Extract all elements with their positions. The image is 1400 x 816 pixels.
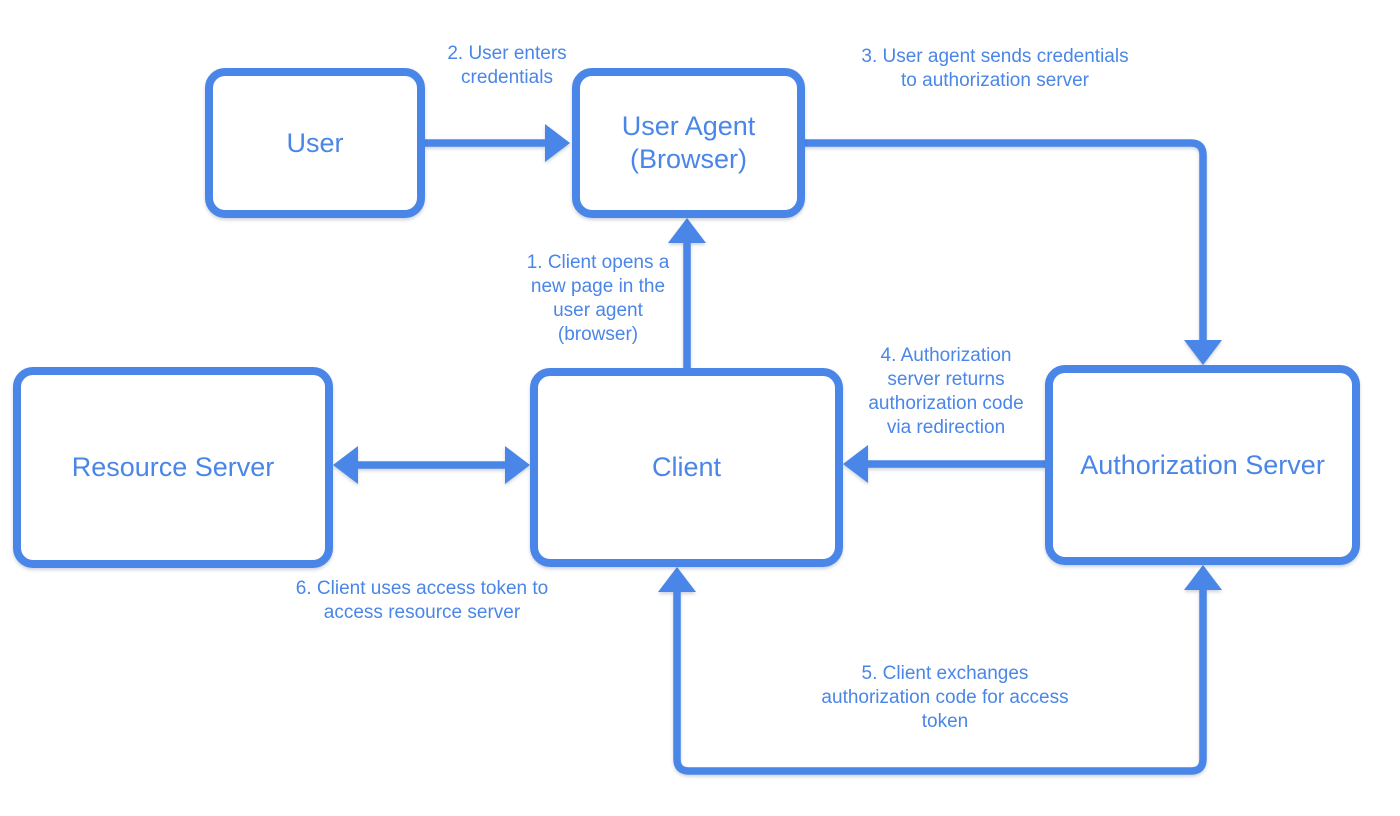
node-client: Client: [530, 368, 843, 567]
arrow-4-head: [843, 445, 868, 483]
arrow-3-line: [805, 139, 1207, 341]
arrow-5-head-right: [1184, 565, 1222, 590]
edge-label-4: 4. Authorization server returns authoriz…: [868, 345, 1024, 438]
node-resource-server-label: Resource Server: [71, 452, 275, 482]
node-user-agent: User Agent (Browser): [572, 68, 805, 218]
edge-label-1: 1. Client opens a new page in the user a…: [526, 252, 670, 345]
edge-label-5: 5. Client exchanges authorization code f…: [821, 663, 1069, 732]
edge-label-6: 6. Client uses access token to access re…: [295, 578, 549, 623]
edge-label-3: 3. User agent sends credentials to autho…: [861, 46, 1129, 91]
edge-label-2: 2. User enters credentials: [447, 43, 567, 88]
arrow-6-head-left: [333, 446, 358, 484]
node-resource-server: Resource Server: [13, 367, 333, 568]
node-authorization-server: Authorization Server: [1045, 365, 1360, 565]
arrow-5-head-left: [658, 567, 696, 592]
arrow-1-head: [668, 218, 706, 243]
node-authorization-server-label: Authorization Server: [1080, 449, 1325, 480]
arrow-6-head-right: [505, 446, 530, 484]
node-client-label: Client: [651, 452, 722, 482]
node-user: User: [205, 68, 425, 218]
node-user-label: User: [286, 127, 344, 158]
arrow-5-line: [673, 589, 1207, 775]
arrow-2-head: [545, 124, 570, 162]
arrow-3-head: [1184, 340, 1222, 365]
node-user-agent-label: User Agent (Browser): [621, 111, 756, 174]
